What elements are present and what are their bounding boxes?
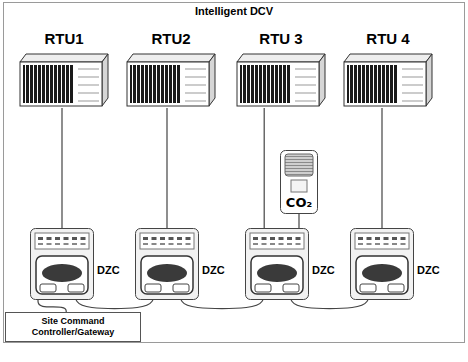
rooftop-unit (235, 52, 327, 108)
wire (166, 108, 167, 228)
co2-label: CO₂ (280, 195, 318, 210)
dzc-label: DZC (312, 264, 335, 277)
rooftop-unit: RTU 3 (235, 30, 327, 108)
rooftop-unit: RTU 4 (342, 30, 434, 108)
wire (264, 108, 265, 228)
co2-sensor: CO₂ (280, 150, 318, 214)
site-label: Site Command Controller/Gateway (10, 316, 136, 338)
wire (298, 214, 299, 228)
rooftop-unit: RTU1 (18, 30, 110, 108)
wire (181, 300, 263, 309)
rtu-label: RTU 4 (342, 30, 434, 48)
gateway-box: Site Command Controller/Gateway (5, 312, 141, 342)
rtu-label: RTU2 (125, 30, 217, 48)
zone-controller (135, 228, 199, 300)
zone-controller (30, 228, 94, 300)
rooftop-unit: RTU2 (125, 30, 217, 108)
dzc-label: DZC (417, 264, 440, 277)
zone-controller: DZC (135, 228, 199, 300)
wire (291, 300, 368, 309)
rtu-label: RTU 3 (235, 30, 327, 48)
zone-controller: DZC (350, 228, 414, 300)
zone-controller: DZC (30, 228, 94, 300)
wire (381, 108, 382, 228)
zone-controller (245, 228, 309, 300)
diagram-title: Intelligent DCV (0, 5, 468, 17)
rooftop-unit (342, 52, 434, 108)
wire (76, 300, 153, 309)
wire (38, 300, 66, 312)
zone-controller: DZC (245, 228, 309, 300)
outer-border (4, 3, 465, 343)
dzc-label: DZC (97, 264, 120, 277)
dzc-label: DZC (202, 264, 225, 277)
zone-controller (350, 228, 414, 300)
wire (61, 108, 62, 228)
rooftop-unit (18, 52, 110, 108)
rooftop-unit (125, 52, 217, 108)
rtu-label: RTU1 (18, 30, 110, 48)
